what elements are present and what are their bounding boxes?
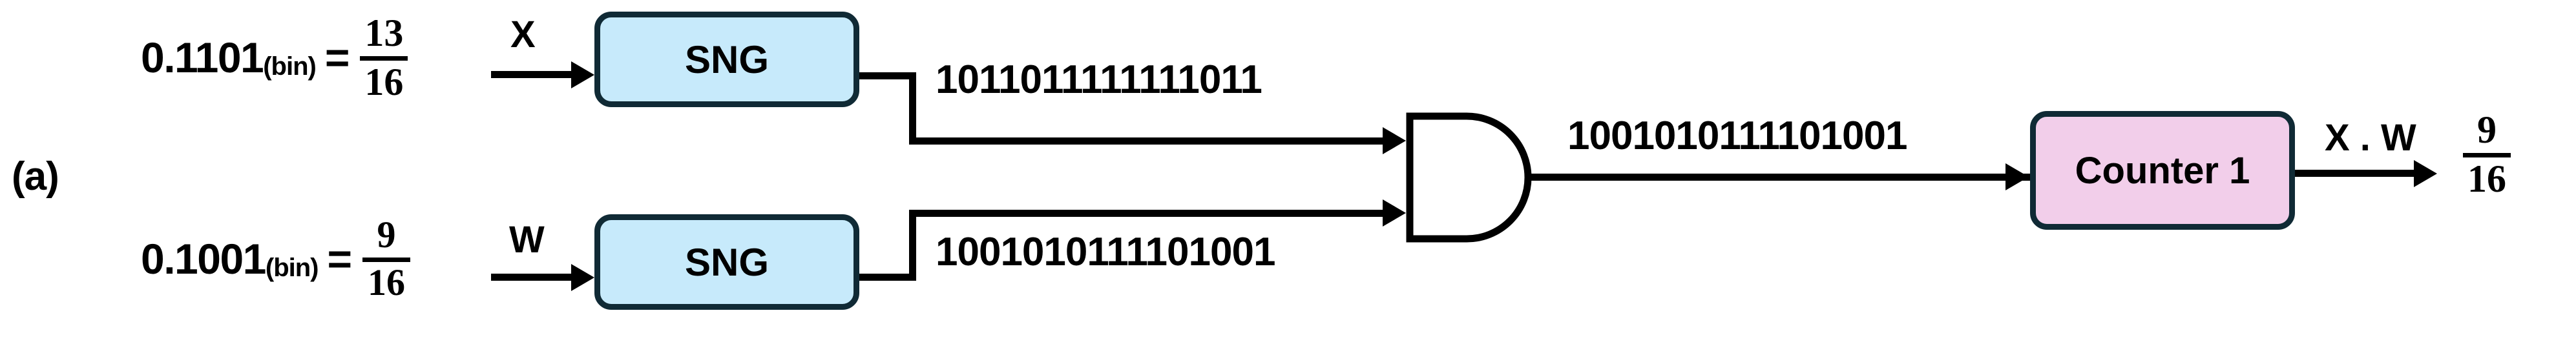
wire-gate-output bbox=[1528, 174, 2038, 181]
arrowhead-x-input bbox=[571, 61, 594, 88]
output-fraction-bar bbox=[2463, 152, 2511, 157]
input-expression-w: 0.1001 (bin) = 9 16 bbox=[141, 214, 411, 303]
equals-sign-w: = bbox=[327, 235, 353, 283]
arrowhead-output bbox=[2414, 160, 2437, 187]
binary-subscript-x: (bin) bbox=[263, 52, 317, 81]
arrowhead-and-input-w bbox=[1383, 199, 1406, 227]
binary-value-w: 0.1001 bbox=[141, 235, 266, 283]
equals-sign-x: = bbox=[324, 34, 350, 82]
sng-block-x[interactable]: SNG bbox=[594, 12, 859, 107]
output-fraction: 9 16 bbox=[2463, 108, 2511, 200]
bitstream-x: 1011011111111011 bbox=[936, 57, 1262, 102]
bitstream-w: 1001010111101001 bbox=[936, 230, 1275, 274]
fraction-denominator-x: 16 bbox=[364, 60, 404, 103]
fraction-bar-x bbox=[360, 56, 408, 61]
wire-w-out-seg2 bbox=[909, 210, 916, 281]
wire-x-input bbox=[491, 71, 576, 78]
wire-x-out-seg2 bbox=[909, 72, 916, 145]
wire-x-out-seg1 bbox=[859, 72, 916, 79]
sng-block-w[interactable]: SNG bbox=[594, 214, 859, 310]
panel-label: (a) bbox=[12, 154, 59, 199]
sng-block-x-label: SNG bbox=[684, 37, 770, 81]
fraction-denominator-w: 16 bbox=[368, 261, 406, 303]
signal-label-w: W bbox=[509, 219, 545, 261]
wire-x-out-seg3 bbox=[909, 137, 1387, 145]
fraction-x: 13 16 bbox=[360, 14, 408, 101]
output-fraction-numerator: 9 bbox=[2477, 108, 2497, 151]
fraction-bar-w bbox=[362, 257, 411, 262]
fraction-numerator-x: 13 bbox=[364, 12, 404, 54]
output-signal-label: X . W bbox=[2325, 117, 2416, 159]
output-fraction-denominator: 16 bbox=[2467, 157, 2506, 200]
counter-block[interactable]: Counter 1 bbox=[2030, 111, 2295, 230]
arrowhead-w-input bbox=[571, 264, 594, 291]
input-expression-x: 0.1101 (bin) = 13 16 bbox=[141, 14, 408, 101]
arrowhead-and-input-x bbox=[1383, 127, 1406, 154]
wire-w-out-seg1 bbox=[859, 274, 916, 281]
signal-label-x: X bbox=[510, 14, 536, 56]
wire-w-input bbox=[491, 274, 576, 281]
fraction-w: 9 16 bbox=[362, 214, 411, 303]
binary-subscript-w: (bin) bbox=[265, 253, 319, 282]
and-gate[interactable] bbox=[1402, 110, 1544, 245]
counter-block-label: Counter 1 bbox=[2075, 149, 2250, 192]
output-fraction-group: 9 16 bbox=[2463, 108, 2511, 200]
arrowhead-counter-input bbox=[2005, 163, 2029, 190]
fraction-numerator-w: 9 bbox=[377, 214, 396, 256]
bitstream-gate-output: 1001010111101001 bbox=[1567, 114, 1907, 158]
wire-w-out-seg3 bbox=[909, 210, 1387, 217]
wire-counter-output bbox=[2295, 170, 2418, 177]
binary-value-x: 0.1101 bbox=[141, 34, 264, 82]
sng-block-w-label: SNG bbox=[684, 240, 770, 284]
